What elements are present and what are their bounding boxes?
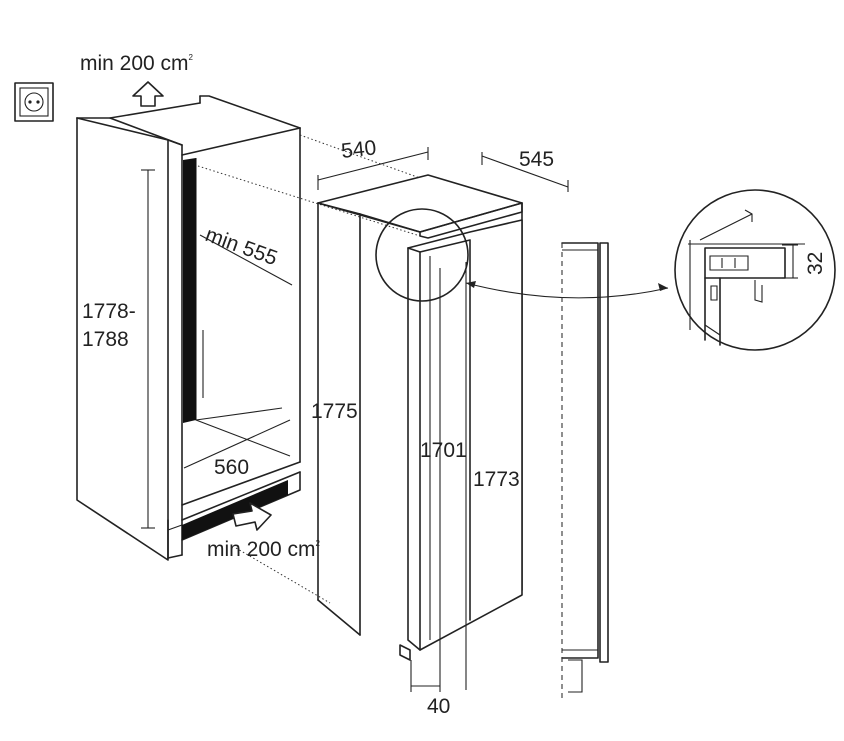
bottom-gap-label: 40: [427, 695, 450, 718]
projection-lines: [197, 134, 421, 604]
appliance-height-label: 1775: [311, 400, 358, 423]
vent-top-label: min 200 cm2: [80, 52, 194, 75]
door-height-label: 1701: [420, 439, 467, 462]
appliance-depth-label: 545: [519, 148, 554, 171]
detail-gap-label: 32: [804, 252, 827, 275]
vent-bottom-label: min 200 cm2: [207, 538, 321, 561]
niche-height-label-top: 1778-: [82, 300, 136, 323]
appliance-body: [317, 147, 569, 692]
furniture-door-profile: [561, 242, 609, 700]
appliance-width-label: 540: [340, 136, 377, 163]
niche-width-label: 560: [214, 456, 249, 479]
door-total-height-label: 1773: [473, 468, 520, 491]
niche-height-label-bottom: 1788: [82, 328, 129, 351]
detail-connector-arrow: [465, 281, 669, 299]
niche-depth-label: min 555: [202, 223, 280, 270]
airflow-in-arrow-icon: [232, 502, 272, 531]
detail-magnifier-circle: [375, 208, 469, 302]
power-socket-icon: [14, 82, 54, 122]
airflow-up-arrow-icon: [132, 81, 164, 107]
niche-cabinet: [76, 95, 301, 561]
hinge-detail-view: [674, 189, 836, 351]
